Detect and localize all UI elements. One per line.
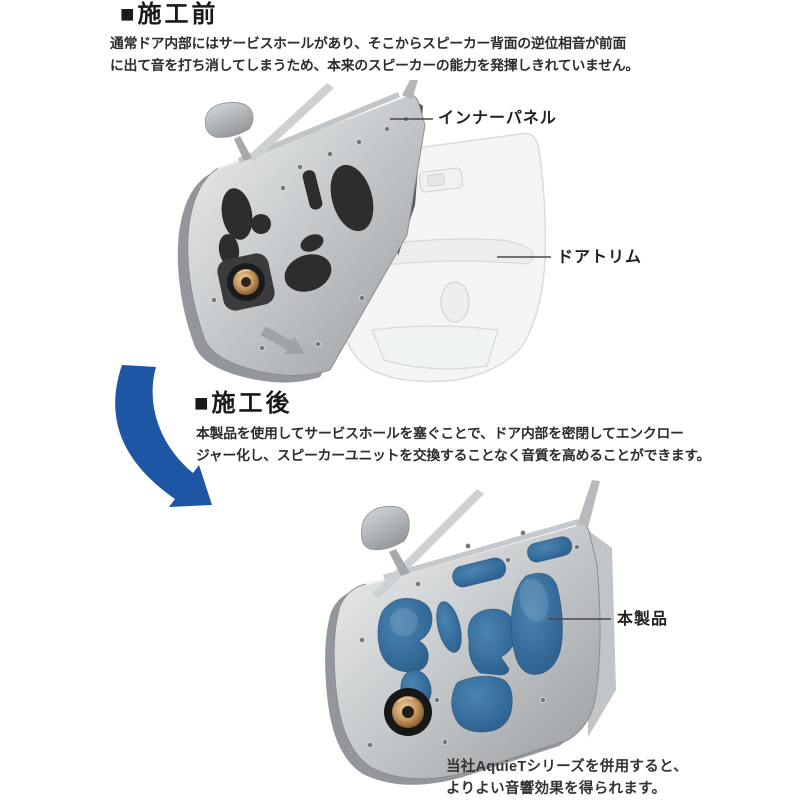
speaker	[217, 253, 275, 311]
product-patches	[377, 536, 573, 733]
side-mirror	[360, 505, 410, 576]
map-pocket	[371, 325, 499, 370]
process-arrow-icon	[115, 365, 212, 507]
before-body-text: 通常ドア内部にはサービスホールがあり、そこからスピーカー背面の逆位相音が前面 に…	[110, 36, 640, 73]
door-pull-cup	[440, 281, 470, 323]
before-heading: ■施工前	[120, 1, 219, 28]
window-switch-bezel	[418, 167, 464, 193]
door-after-illustration	[325, 480, 616, 785]
armrest	[361, 238, 534, 265]
after-heading: ■施工後	[194, 390, 293, 417]
door-trim-label: ドアトリム	[557, 249, 643, 266]
speaker	[384, 688, 432, 736]
window-frame	[238, 80, 418, 163]
transfer-arrow-icon	[260, 326, 306, 355]
combination-note: 当社AquieTシリーズを併用すると、 よりよい音響効果を得られます。	[446, 759, 689, 798]
side-mirror	[204, 102, 254, 161]
door-before-illustration	[177, 80, 547, 383]
bolts	[211, 116, 409, 351]
patch-highlights	[390, 578, 549, 636]
service-holes	[218, 164, 374, 292]
product-label: 本製品	[617, 611, 669, 628]
inner-panel-label: インナーパネル	[438, 110, 557, 127]
after-body-text: 本製品を使用してサービスホールを塞ぐことで、ドア内部を密閉してエンクロー ジャー…	[196, 426, 711, 463]
